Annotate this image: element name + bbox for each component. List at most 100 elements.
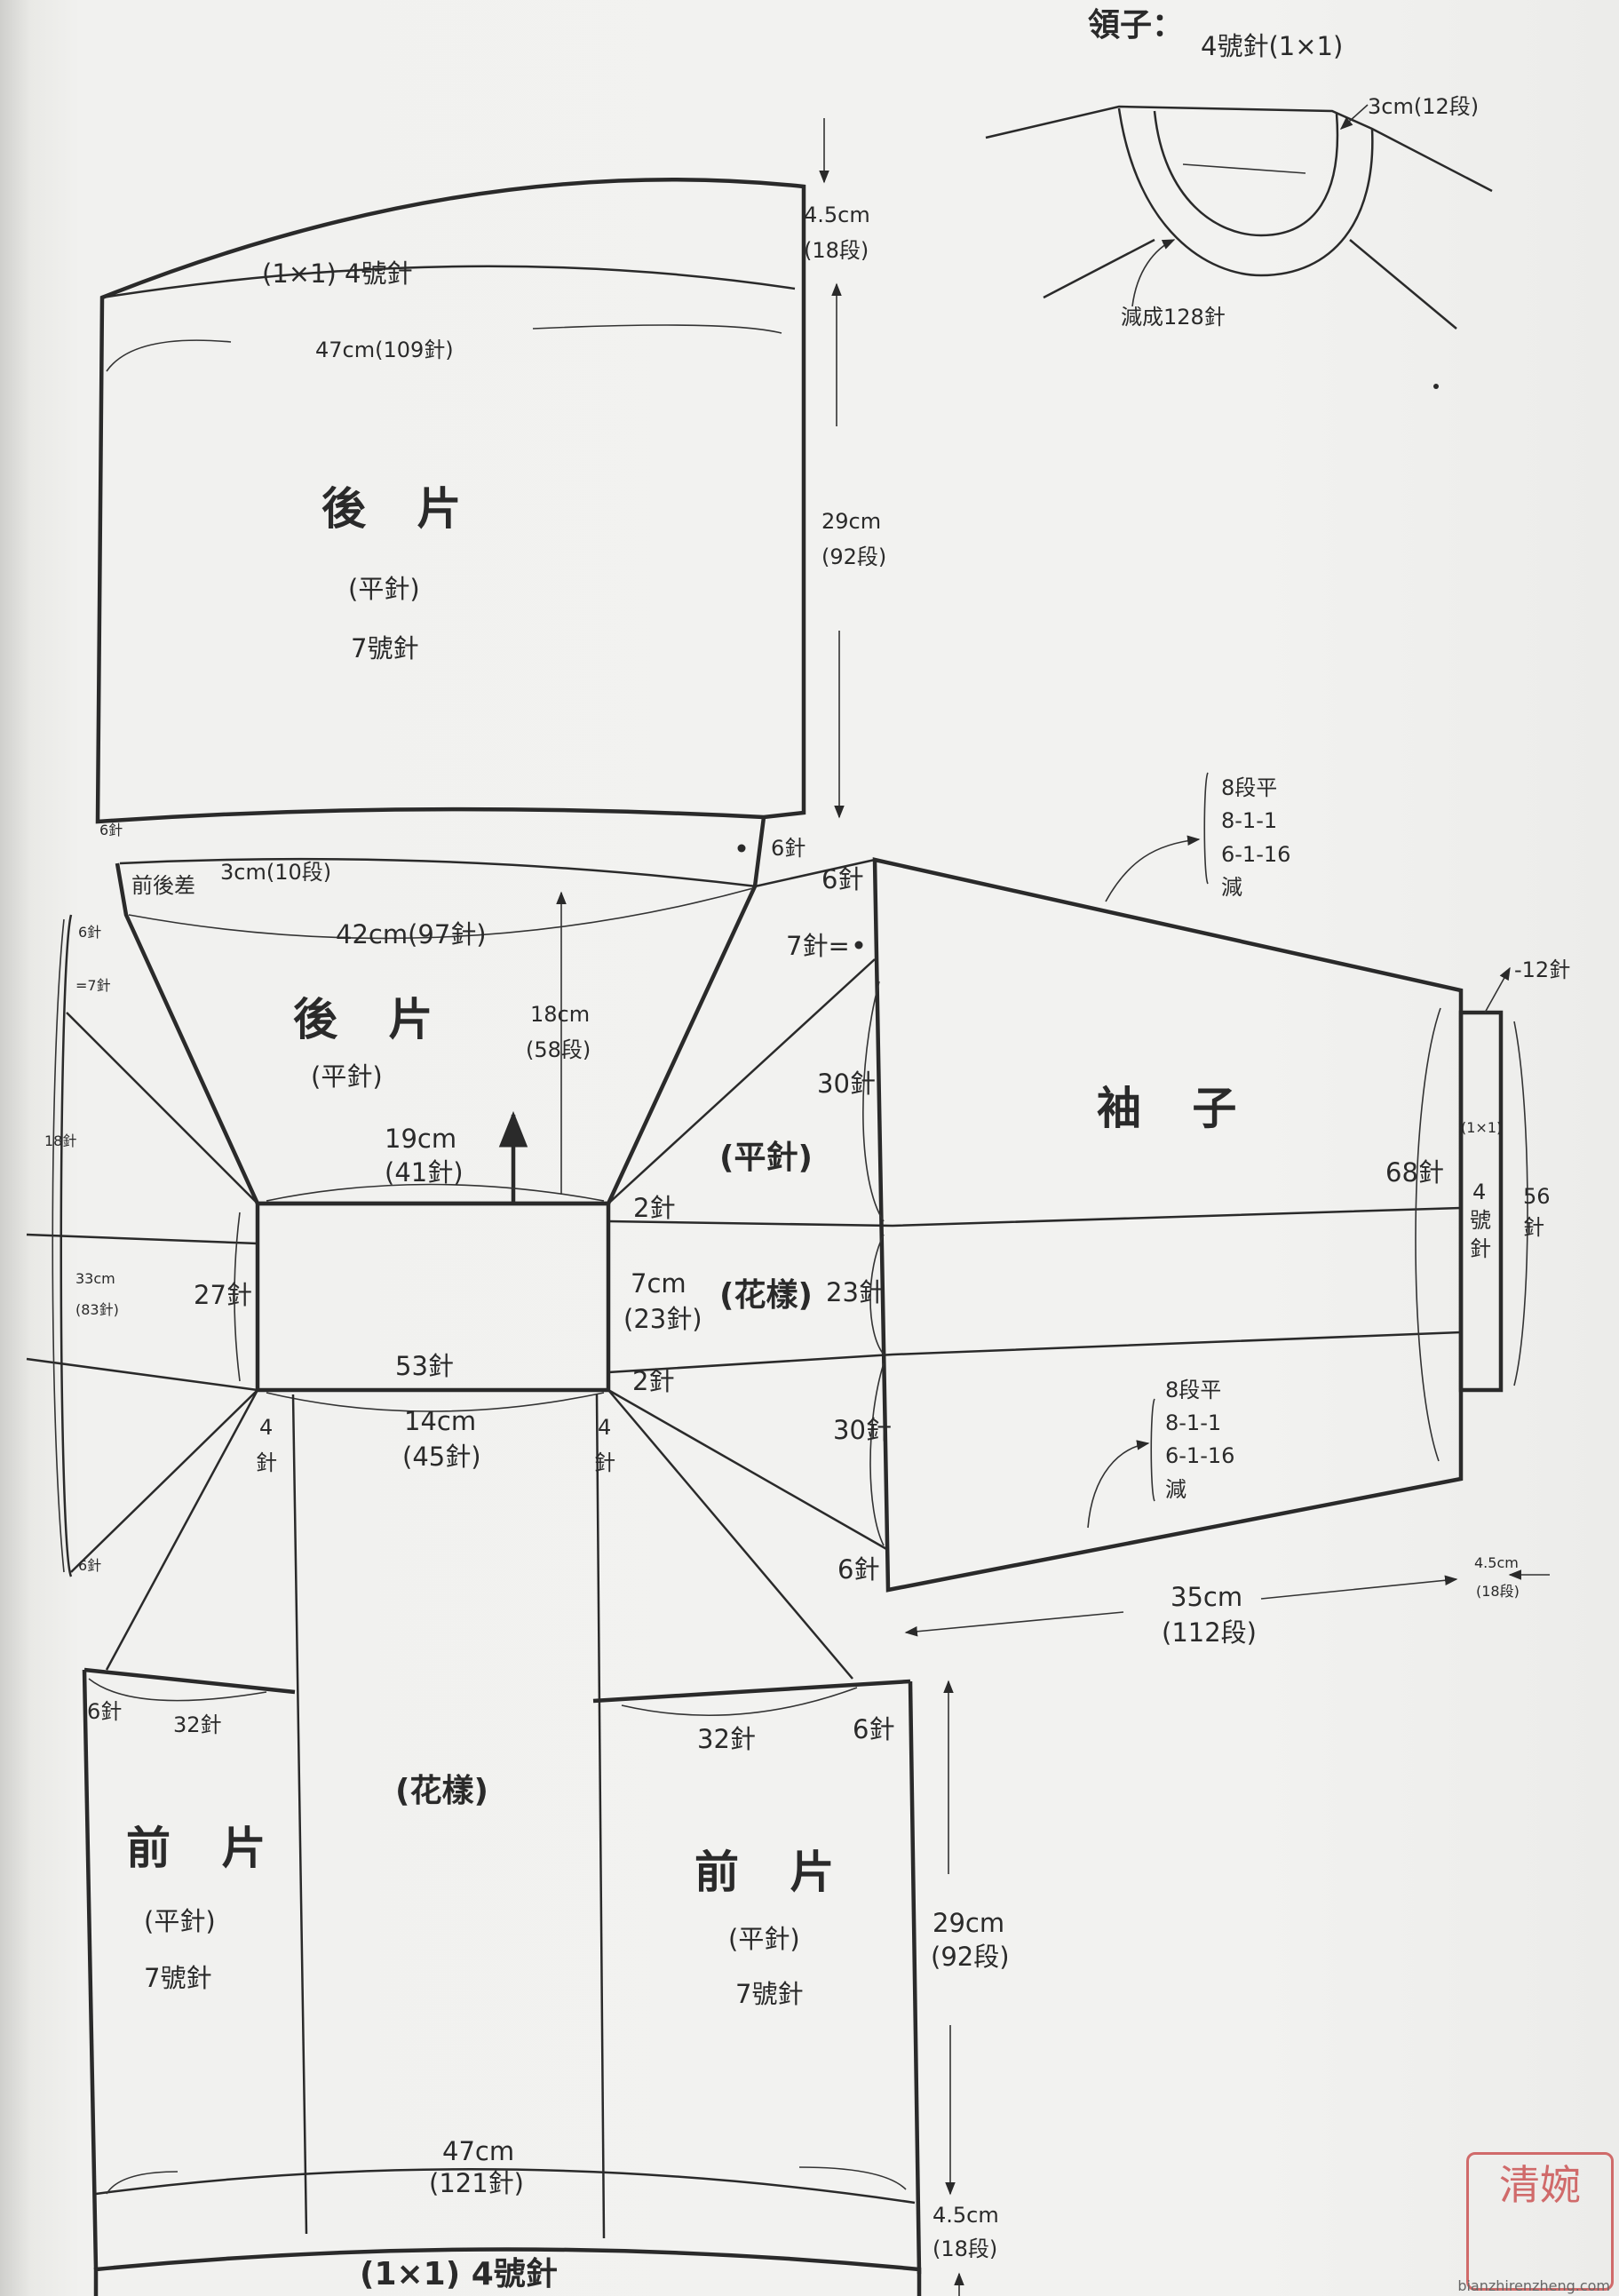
sleeve-top-link	[754, 858, 876, 888]
back-lower-width: 42cm(97針)	[336, 919, 487, 949]
center-bottom-sts: 53針	[395, 1351, 454, 1381]
front-pieces: 6針 32針 32針 6針 (花樣) 前 片 (平針) 7號針 前 片 (平針)…	[82, 1389, 1010, 2296]
back-upper-width: 47cm(109針)	[315, 338, 454, 362]
back-lower-title: 後 片	[293, 994, 450, 1045]
left-side-panel: 6針 =7針 18針 33cm (83針) 6針	[26, 914, 258, 1577]
sleeve-cuff-rows: (18段)	[1476, 1583, 1520, 1600]
collar-outer-curve	[1117, 107, 1374, 277]
sleeve-dec-top-3: 6-1-16	[1221, 842, 1290, 867]
sleeve-diagonal-top	[607, 958, 876, 1204]
front-rib-label: (1×1) 4號針	[360, 2256, 558, 2292]
sleeve-stitch: (平針)	[719, 1140, 813, 1176]
front-rows: (92段)	[931, 1942, 1010, 1972]
sleeve-length-rows: (112段)	[1162, 1617, 1257, 1648]
sleeve-dec-bottom-brace	[1150, 1398, 1155, 1502]
front-width-sts: (121針)	[429, 2168, 524, 2198]
collar-height-arrow	[1339, 104, 1369, 130]
front-right-needle: 7號針	[735, 1979, 803, 2009]
left-length: 33cm	[75, 1270, 115, 1287]
sleeve-thirty-top-dim	[862, 981, 885, 1222]
sleeve-cuff-height: 4.5cm	[1474, 1554, 1519, 1571]
sleeve-title: 袖 子	[1097, 1083, 1254, 1134]
back-curve-b	[532, 324, 782, 334]
back-lower-rows: (58段)	[526, 1037, 591, 1062]
front-left-sts: 32針	[173, 1712, 222, 1737]
sleeve-cuff-needle-1: 4	[1472, 1180, 1486, 1204]
back-lower-height: 18cm	[530, 1002, 590, 1027]
center-top-curve	[266, 1183, 605, 1202]
center-needle-left: 針	[256, 1450, 277, 1475]
sleeve-dec-top-1: 8段平	[1221, 775, 1277, 800]
sleeve-dec-top-4: 減	[1221, 875, 1242, 900]
back-upper-piece: (1×1) 4號針 47cm(109針) 後 片 (平針) 7號針 4.5cm …	[95, 118, 886, 861]
collar-dot	[1433, 384, 1439, 389]
left-bottom-label: 6針	[78, 1557, 101, 1574]
sleeve-marker-dot	[854, 941, 863, 949]
back-rib-rows: (18段)	[804, 238, 869, 263]
front-rib-line	[95, 2168, 916, 2205]
sleeve-dec-bottom-1: 8段平	[1165, 1378, 1221, 1402]
left-side-curve	[60, 914, 73, 1577]
sleeve-six-bottom: 6針	[837, 1554, 879, 1585]
center-four-right: 4	[598, 1415, 611, 1440]
sleeve-length: 35cm	[1171, 1582, 1242, 1612]
front-right-sts: 32針	[697, 1724, 756, 1754]
collar-right-line	[1349, 239, 1457, 330]
center-mid-sts: (23針)	[623, 1304, 702, 1334]
front-right-edge	[908, 1680, 922, 2275]
center-bottom-width: 14cm	[404, 1406, 476, 1436]
back-dec-left: 6針	[99, 822, 123, 838]
front-right-shoulder	[592, 1679, 911, 1704]
front-left-six: 6針	[87, 1699, 122, 1724]
back-upper-title: 後 片	[321, 483, 479, 535]
front-left-needle: 7號針	[144, 1963, 211, 1993]
sleeve-dec-bottom-2: 8-1-1	[1165, 1410, 1221, 1435]
front-right-title: 前 片	[694, 1847, 852, 1898]
sleeve-upper-line	[607, 1206, 1462, 1227]
watermark: bianzhirenzheng.com	[1457, 2277, 1610, 2294]
sleeve-dec-top-brace	[1203, 772, 1209, 885]
sleeve-diagonal-bottom	[607, 1388, 889, 1552]
seal-stamp: 清婉	[1466, 2152, 1614, 2291]
front-left-stitch: (平針)	[144, 1906, 216, 1936]
front-right-shoulder-dim	[621, 1687, 858, 1717]
left-diagonal-a	[66, 1012, 258, 1204]
back-rib-line	[101, 265, 796, 299]
front-width: 47cm	[442, 2136, 514, 2166]
front-right-diagonal	[607, 1389, 853, 1680]
back-diff-line	[119, 857, 758, 888]
center-bottom-curve	[266, 1392, 605, 1412]
left-diagonal-b	[70, 1389, 258, 1573]
sleeve-pattern-sts: 23針	[826, 1277, 885, 1307]
sleeve-minus-arrow	[1484, 966, 1511, 1013]
center-side-sts: 27針	[194, 1280, 252, 1310]
sleeve-thirty-top: 30針	[817, 1069, 876, 1099]
left-length-sts: (83針)	[75, 1301, 119, 1318]
collar-reduce-arrow	[1131, 239, 1176, 307]
left-upper-line	[26, 1233, 258, 1245]
front-rib-curve-b	[798, 2166, 907, 2190]
collar-shoulder-line	[985, 105, 1493, 193]
sleeve-thirty-bottom-dim	[869, 1363, 885, 1546]
collar-needle: 4號針(1×1)	[1201, 31, 1343, 61]
back-lower-curve	[128, 887, 754, 940]
sleeve-cuff-needle-2: 號	[1470, 1208, 1491, 1233]
front-left-title: 前 片	[126, 1823, 283, 1874]
left-eq-label: =7針	[75, 977, 111, 994]
center-mid-width: 7cm	[631, 1268, 686, 1299]
back-upper-stitch: (平針)	[348, 574, 420, 604]
back-diff-label: 前後差	[131, 873, 195, 898]
sleeve-dec-top-arrow	[1105, 835, 1201, 902]
center-block: 19cm (41針) 27針 53針 14cm (45針) 2針 2針 7cm …	[194, 1124, 702, 1475]
sleeve-total-sts-2: 針	[1523, 1215, 1544, 1240]
back-body-rows: (92段)	[821, 544, 886, 569]
sleeve-thirty-bottom: 30針	[833, 1415, 892, 1445]
left-lower-line	[26, 1357, 258, 1392]
sleeve-seven: 7針=	[786, 931, 850, 961]
front-rib-height: 4.5cm	[933, 2203, 999, 2228]
back-diff-size: 3cm(10段)	[220, 860, 331, 885]
center-rect	[255, 1201, 611, 1393]
front-right-stitch: (平針)	[728, 1924, 800, 1954]
